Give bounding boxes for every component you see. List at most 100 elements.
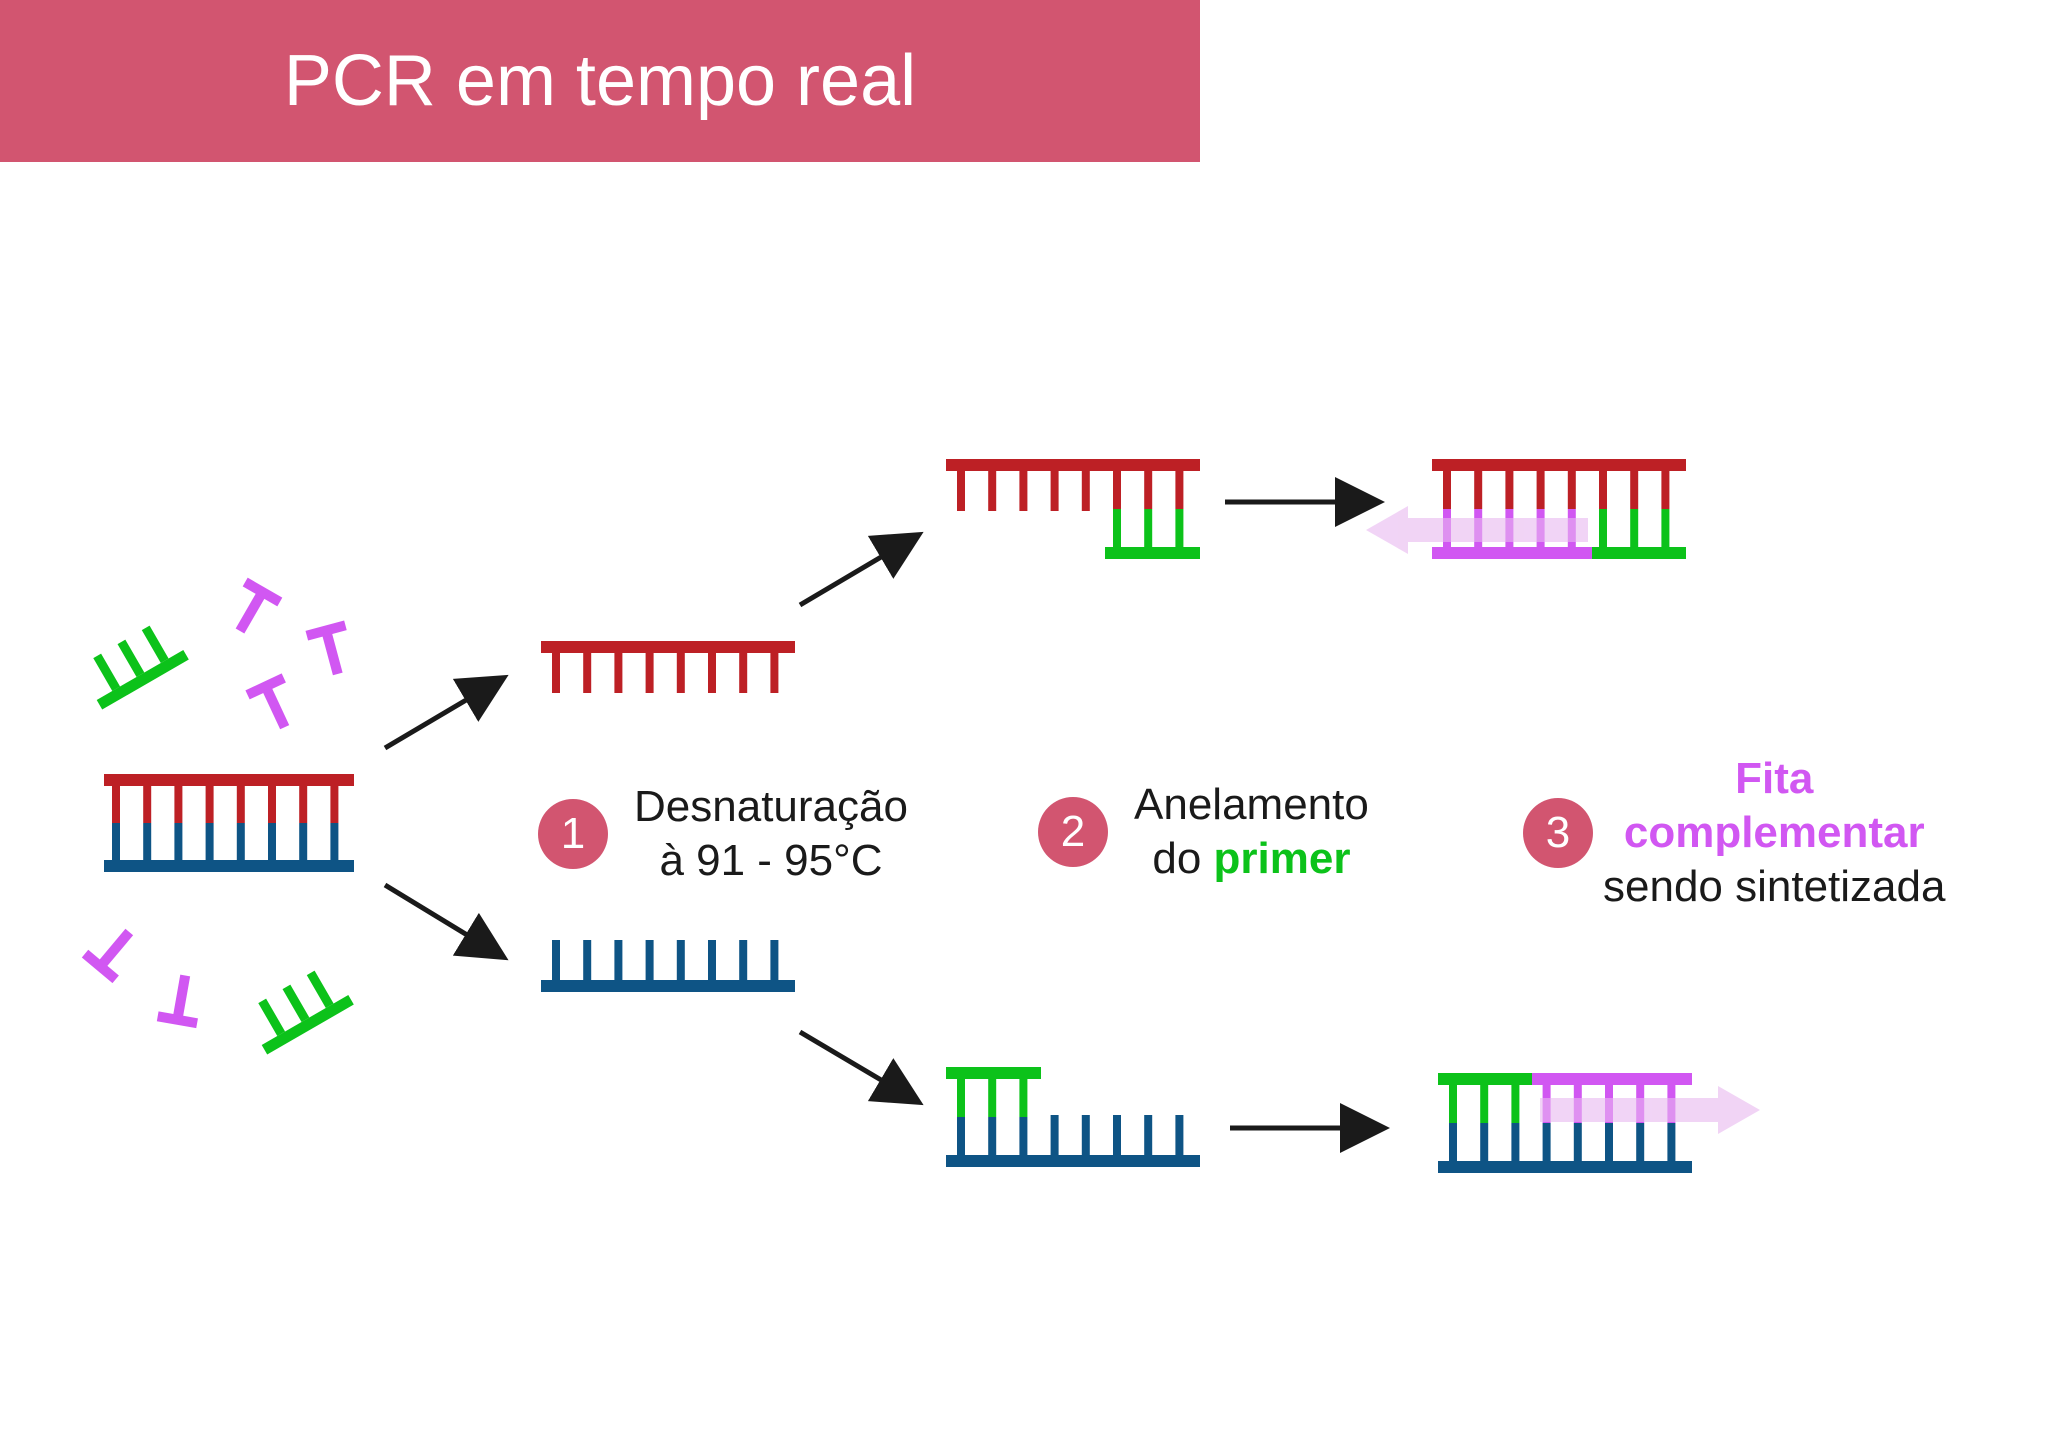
- base-bottom: [770, 940, 779, 980]
- base-top: [552, 653, 560, 693]
- primer-base: [988, 1079, 997, 1117]
- step-1-label: Desnaturação à 91 - 95°C: [634, 780, 908, 888]
- base-top: [1019, 471, 1028, 511]
- step-3-line-2: complementar: [1623, 808, 1925, 857]
- base-bottom: [1542, 1123, 1551, 1161]
- step-3-badge: 3: [1523, 798, 1593, 868]
- base-top: [1599, 471, 1607, 509]
- base-top: [614, 653, 623, 693]
- base-top: [583, 653, 592, 693]
- base-pair-bottom: [143, 823, 152, 860]
- step-1-line-2: à 91 - 95°C: [659, 836, 883, 885]
- base-pair-top: [112, 786, 120, 823]
- base-top: [708, 653, 716, 693]
- base-top: [739, 653, 748, 693]
- step-2-badge: 2: [1038, 797, 1108, 867]
- annealed-bottom: [946, 1067, 1200, 1167]
- base-top: [1505, 471, 1514, 509]
- base-top: [1144, 471, 1153, 509]
- dna-top-backbone: [104, 774, 354, 786]
- primer-base: [1599, 509, 1607, 547]
- base-bottom: [1573, 1123, 1582, 1161]
- base-pair-bottom: [330, 823, 339, 860]
- base-pair-top: [174, 786, 183, 823]
- base-bottom: [645, 940, 654, 980]
- base-top: [1661, 471, 1670, 509]
- extension-bottom: [1438, 1073, 1760, 1173]
- base-top: [1081, 471, 1090, 511]
- base-pair-bottom: [268, 823, 276, 860]
- base-pair-bottom: [205, 823, 214, 860]
- header-bar: [0, 0, 1200, 162]
- step-2-annealing: 2 Anelamento do primer: [1038, 778, 1369, 886]
- primer-keyword: primer: [1213, 834, 1351, 883]
- base-pair-bottom: [174, 823, 183, 860]
- primer-base: [1449, 1085, 1457, 1123]
- base-top: [1536, 471, 1545, 509]
- primer-base: [1113, 509, 1121, 547]
- base-bottom: [739, 940, 748, 980]
- arrow-to-bottom-annealing: [798, 1029, 924, 1106]
- arrow-to-top-strand: [383, 674, 509, 751]
- base-bottom: [1605, 1123, 1613, 1161]
- dna-bottom-backbone: [104, 860, 354, 872]
- base-bottom: [1480, 1123, 1489, 1161]
- step-2-label: Anelamento do primer: [1134, 778, 1369, 886]
- base-top: [1113, 471, 1121, 509]
- extension-top: [1366, 459, 1686, 559]
- base-top: [1443, 471, 1451, 509]
- base-top: [988, 471, 997, 511]
- base-bottom: [1050, 1115, 1059, 1155]
- free-probe-5: [156, 974, 198, 1029]
- synthesis-arrow-left: [1366, 506, 1588, 554]
- base-bottom: [1019, 1117, 1028, 1155]
- single-strand-top: [541, 641, 795, 693]
- step-2-line-1: Anelamento: [1134, 780, 1369, 829]
- base-top: [1050, 471, 1059, 511]
- base-bottom: [1511, 1123, 1520, 1161]
- base-pair-bottom: [236, 823, 245, 860]
- free-probe-3: [245, 673, 290, 730]
- step-3-label: Fita complementar sendo sintetizada: [1603, 752, 1945, 914]
- base-bottom: [1113, 1115, 1121, 1155]
- free-primer-1: [93, 625, 189, 710]
- primer-base: [957, 1079, 965, 1117]
- base-bottom: [708, 940, 716, 980]
- base-bottom: [957, 1117, 965, 1155]
- base-pair-top: [268, 786, 276, 823]
- free-probe-1: [235, 577, 283, 634]
- free-primer-2: [258, 970, 354, 1055]
- primer-base: [1144, 509, 1153, 547]
- base-pair-bottom: [299, 823, 308, 860]
- base-bottom: [1175, 1115, 1184, 1155]
- base-bottom: [614, 940, 623, 980]
- single-strand-bottom: [541, 940, 795, 992]
- base-top: [1175, 471, 1184, 509]
- free-probe-4: [81, 928, 134, 984]
- base-pair-top: [299, 786, 308, 823]
- base-bottom: [552, 940, 560, 980]
- step-3-line-1: Fita: [1735, 754, 1814, 803]
- primer-base: [1019, 1079, 1028, 1117]
- base-bottom: [1144, 1115, 1153, 1155]
- dna-base-pairs: [112, 786, 339, 860]
- primer-base: [1480, 1085, 1489, 1123]
- base-bottom: [583, 940, 592, 980]
- double-stranded-dna: [104, 774, 354, 872]
- base-top: [1474, 471, 1483, 509]
- annealed-top: [946, 459, 1200, 559]
- base-pair-top: [205, 786, 214, 823]
- arrow-to-bottom-strand: [383, 882, 509, 961]
- base-bottom: [676, 940, 685, 980]
- primer-base: [1511, 1085, 1520, 1123]
- base-bottom: [988, 1117, 997, 1155]
- base-top: [957, 471, 965, 511]
- synthesis-arrow-right: [1540, 1086, 1760, 1134]
- base-bottom: [1636, 1123, 1645, 1161]
- base-top: [676, 653, 685, 693]
- primer-base: [1661, 509, 1670, 547]
- base-top: [645, 653, 654, 693]
- step-2-line-2: do primer: [1134, 832, 1369, 886]
- base-pair-top: [236, 786, 245, 823]
- base-bottom: [1449, 1123, 1457, 1161]
